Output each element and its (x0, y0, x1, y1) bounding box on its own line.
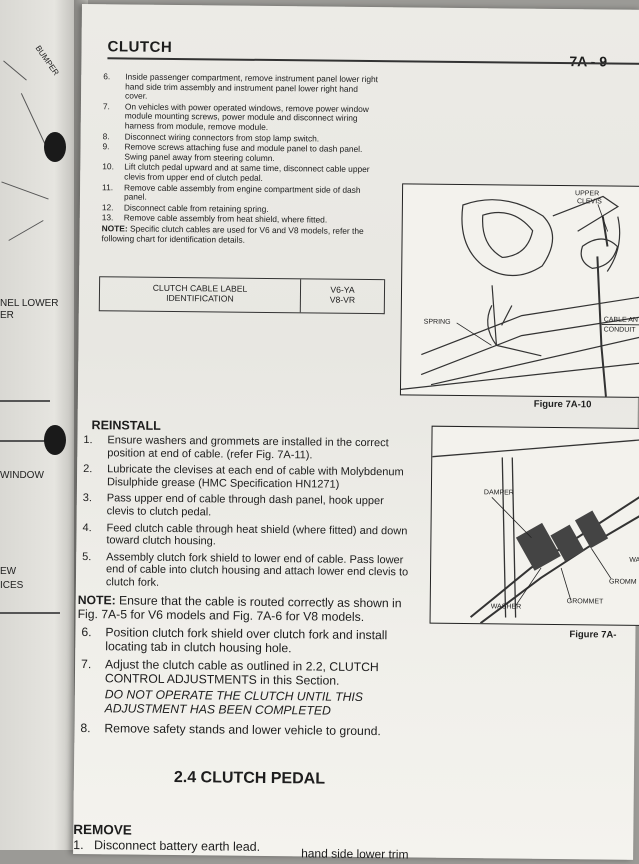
label-washer: WASHER (491, 603, 522, 610)
binder-hole (44, 425, 66, 455)
list-item: 2.Lubricate the clevises at each end of … (83, 463, 413, 492)
label-upper-clevis: UPPER (575, 190, 599, 197)
left-page-strip: BUMPER NEL LOWER ER WINDOW EW ICES (0, 0, 78, 850)
list-item: 10.Lift clutch pedal upward and at same … (102, 163, 380, 185)
figure-7a-11: DAMPER WASHER GROMMET GROMM WA (430, 426, 639, 626)
left-fragment: NEL LOWER (0, 298, 59, 309)
clutch-pedal-diagram (401, 184, 639, 397)
left-frame-line (0, 400, 50, 402)
list-item: 1.Ensure washers and grommets are instal… (83, 434, 413, 463)
label-damper: DAMPER (484, 489, 514, 496)
list-item: 8.Remove safety stands and lower vehicle… (80, 721, 410, 738)
left-fragment: ER (0, 310, 14, 321)
cable-label-table: CLUTCH CABLE LABEL IDENTIFICATION V6-YA … (99, 276, 385, 314)
list-item: 7.On vehicles with power operated window… (103, 102, 381, 134)
figure-caption: Figure 7A-10 (534, 399, 592, 411)
warning-text: DO NOT OPERATE THE CLUTCH UNTIL THIS ADJ… (105, 687, 411, 718)
figure-caption: Figure 7A- (569, 629, 616, 640)
cable-grommet-diagram (431, 427, 639, 625)
list-item: 4.Feed clutch cable through heat shield … (82, 522, 412, 551)
label-grommet: GROMMET (567, 598, 604, 605)
left-fragment: ICES (0, 580, 23, 591)
manual-page: CLUTCH 7A - 9 6.Inside passenger compart… (73, 4, 639, 860)
list-item: 7.Adjust the clutch cable as outlined in… (81, 657, 411, 688)
left-diagram-line (3, 60, 27, 80)
left-frame-line (0, 612, 60, 614)
figure-7a-10: UPPER CLEVIS SPRING CABLE AN CONDUIT (400, 183, 639, 398)
left-fragment: EW (0, 566, 16, 577)
label-cable-conduit: CONDUIT (604, 326, 636, 333)
label-spring: SPRING (424, 319, 451, 326)
note-cable-identification: NOTE: Specific clutch cables are used fo… (101, 224, 379, 246)
binder-hole (44, 132, 66, 162)
left-diagram-line (21, 93, 47, 148)
removal-steps: 6.Inside passenger compartment, remove i… (101, 72, 381, 246)
left-fragment: WINDOW (0, 470, 44, 481)
list-item: 1. Disconnect battery earth lead. hand s… (73, 838, 433, 856)
header-rule (107, 57, 639, 65)
reinstall-steps: 1.Ensure washers and grommets are instal… (80, 434, 413, 742)
table-header-cell: CLUTCH CABLE LABEL IDENTIFICATION (100, 277, 301, 312)
list-item: 6.Inside passenger compartment, remove i… (103, 72, 381, 104)
page-title: CLUTCH (107, 38, 172, 56)
section-title: 2.4 CLUTCH PEDAL (174, 769, 325, 789)
list-item: 11.Remove cable assembly from engine com… (102, 183, 380, 205)
note-cable-routing: NOTE: Ensure that the cable is routed co… (78, 593, 412, 624)
list-item: 5.Assembly clutch fork shield to lower e… (82, 551, 412, 592)
table-value-cell: V6-YA V8-VR (301, 279, 384, 313)
label-washer: WA (629, 557, 639, 564)
label-upper-clevis: CLEVIS (577, 198, 602, 205)
list-item: 6.Position clutch fork shield over clutc… (81, 625, 411, 656)
reinstall-heading: REINSTALL (92, 418, 161, 433)
left-diagram-line (1, 181, 48, 199)
list-item: 3.Pass upper end of cable through dash p… (83, 492, 413, 521)
label-cable-conduit: CABLE AN (604, 316, 638, 323)
label-grommet: GROMM (609, 579, 637, 586)
remove-heading: REMOVE (73, 822, 132, 838)
left-fragment: BUMPER (34, 44, 61, 77)
left-diagram-line (8, 220, 43, 241)
